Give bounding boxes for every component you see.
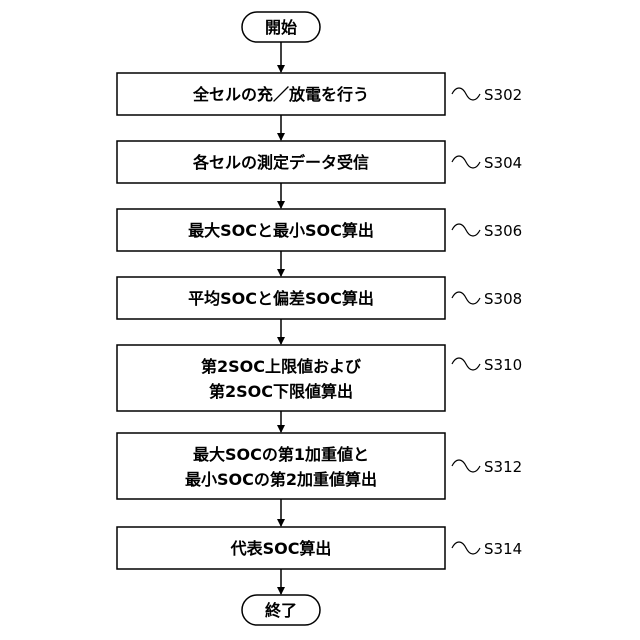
step-label-line-2: 最小SOCの第2加重値算出 (185, 470, 377, 489)
process-box-s312: 最大SOCの第1加重値と 最小SOCの第2加重値算出 (117, 433, 445, 499)
step-ref-s310: S310 (452, 356, 522, 374)
step-label-line-1: 第2SOC上限値および (201, 357, 362, 376)
end-terminal: 終了 (242, 595, 320, 625)
step-label: 各セルの測定データ受信 (192, 153, 369, 172)
process-box-s304: 各セルの測定データ受信 (117, 141, 445, 183)
step-label: 最大SOCと最小SOC算出 (188, 221, 374, 240)
step-ref-label: S302 (484, 86, 522, 104)
step-ref-s308: S308 (452, 290, 522, 308)
step-label-line-2: 第2SOC下限値算出 (209, 382, 353, 401)
step-ref-s304: S304 (452, 154, 522, 172)
step-ref-label: S312 (484, 458, 522, 476)
step-ref-s302: S302 (452, 86, 522, 104)
step-label: 全セルの充／放電を行う (192, 85, 369, 104)
step-ref-label: S306 (484, 222, 522, 240)
process-box-s306: 最大SOCと最小SOC算出 (117, 209, 445, 251)
step-label: 平均SOCと偏差SOC算出 (188, 289, 374, 308)
step-ref-label: S314 (484, 540, 522, 558)
step-label-line-1: 最大SOCの第1加重値と (193, 445, 369, 464)
step-ref-label: S310 (484, 356, 522, 374)
end-label: 終了 (265, 601, 297, 620)
process-box-s308: 平均SOCと偏差SOC算出 (117, 277, 445, 319)
process-box-s310: 第2SOC上限値および 第2SOC下限値算出 (117, 345, 445, 411)
step-label: 代表SOC算出 (230, 539, 332, 558)
step-ref-s312: S312 (452, 458, 522, 476)
step-ref-label: S308 (484, 290, 522, 308)
start-label: 開始 (265, 18, 297, 37)
step-ref-s314: S314 (452, 540, 522, 558)
process-box-s314: 代表SOC算出 (117, 527, 445, 569)
process-box-s302: 全セルの充／放電を行う (117, 73, 445, 115)
step-ref-label: S304 (484, 154, 522, 172)
step-ref-s306: S306 (452, 222, 522, 240)
start-terminal: 開始 (242, 12, 320, 42)
